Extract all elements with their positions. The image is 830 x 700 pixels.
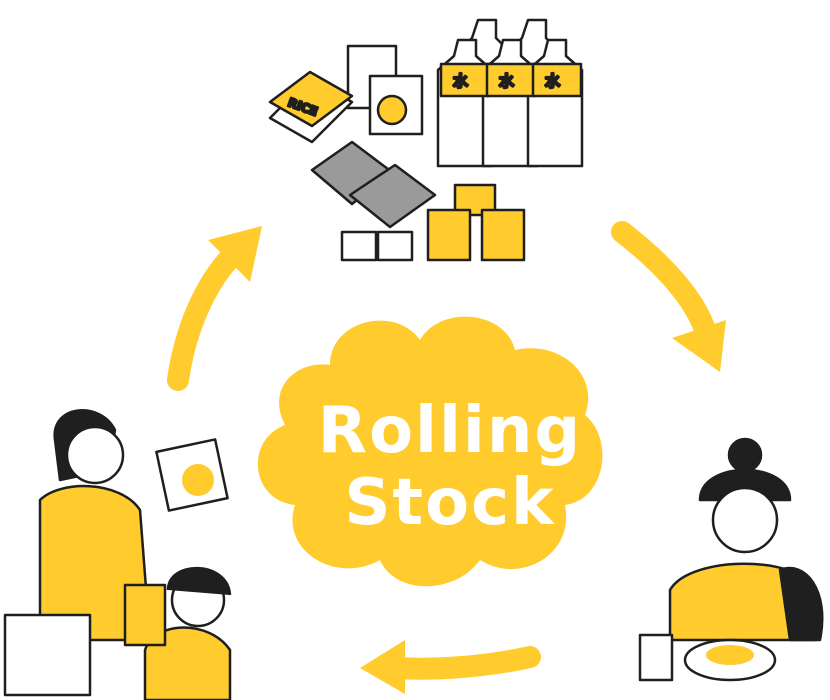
water-label: 水 — [499, 72, 515, 90]
food-cans — [340, 183, 526, 262]
title-line-2: Stock — [344, 466, 556, 540]
arrow-icon — [167, 226, 262, 391]
water-label: 水 — [545, 72, 561, 90]
child-eating-icon — [638, 437, 824, 682]
family-shopping-icon — [3, 409, 232, 700]
food-boxes — [346, 44, 424, 136]
water-bottles: 水 水 水 — [436, 18, 584, 168]
arrow-icon — [611, 221, 726, 372]
cycle-arrows — [167, 221, 726, 694]
retort-pouches — [310, 140, 437, 229]
water-label: 水 — [453, 72, 469, 90]
title-line-1: Rolling — [317, 394, 583, 468]
emergency-food-icon: 水 水 水 RICE — [268, 18, 584, 262]
arrow-icon — [360, 640, 541, 694]
diagram-title: Rolling Stock — [300, 395, 600, 539]
rice-packs: RICE — [268, 70, 354, 144]
center-cloud — [257, 316, 603, 587]
